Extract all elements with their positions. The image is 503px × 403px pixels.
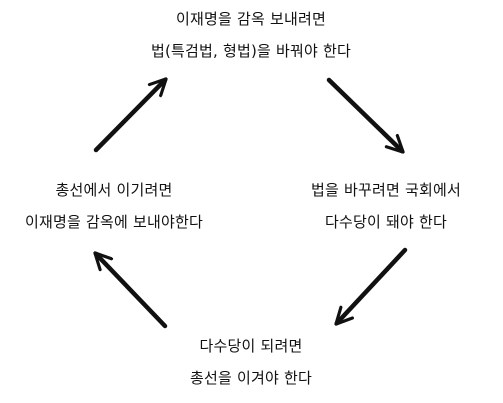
node-left-line-1: 총선에서 이기려면 (55, 181, 173, 199)
node-top-line-2: 법(특검법, 형법)을 바꿔야 한다 (151, 42, 351, 60)
node-top-line-1: 이재명을 감옥 보내려면 (176, 10, 326, 28)
node-right-line-1: 법을 바꾸려면 국회에서 (311, 181, 461, 199)
arrow-down-right-icon (326, 77, 405, 154)
node-bottom: 다수당이 되려면 총선을 이겨야 한다 (116, 330, 386, 394)
node-right-line-2: 다수당이 돼야 한다 (325, 213, 447, 231)
node-left-line-2: 이재명을 감옥에 보내야한다 (25, 213, 203, 231)
node-right: 법을 바꾸려면 국회에서 다수당이 돼야 한다 (286, 174, 486, 238)
node-bottom-line-2: 총선을 이겨야 한다 (190, 369, 312, 387)
arrow-down-left-icon (334, 247, 408, 326)
node-top: 이재명을 감옥 보내려면 법(특검법, 형법)을 바꿔야 한다 (101, 3, 401, 67)
arrow-up-right-icon (93, 77, 168, 153)
node-left: 총선에서 이기려면 이재명을 감옥에 보내야한다 (0, 174, 228, 238)
node-bottom-line-1: 다수당이 되려면 (199, 337, 303, 355)
arrow-up-left-icon (93, 251, 168, 329)
